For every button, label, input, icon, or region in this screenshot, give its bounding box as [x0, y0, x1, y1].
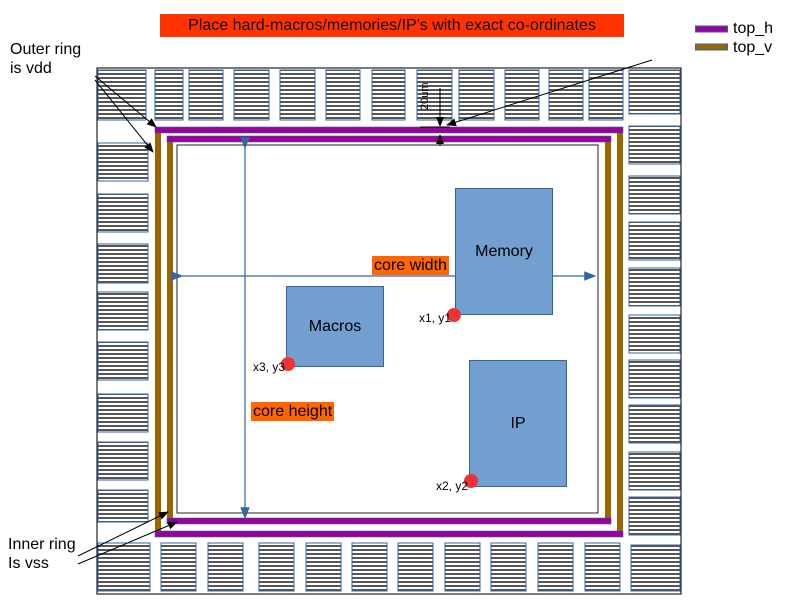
note-line: Inner ring — [8, 536, 76, 553]
io-pad — [207, 542, 244, 592]
io-pad — [628, 125, 681, 165]
outer-ring-right — [617, 128, 623, 535]
outer-ring-arrow — [94, 75, 157, 128]
io-pad — [537, 542, 574, 592]
io-pad — [628, 175, 681, 215]
inner-ring-right — [605, 136, 611, 524]
io-pad — [279, 69, 316, 121]
inner-ring-left — [167, 136, 173, 524]
io-pad — [588, 69, 624, 121]
io-pad — [97, 341, 149, 381]
outer-ring-note: Outer ring is vdd — [10, 40, 81, 78]
inner-ring-arrow — [77, 521, 178, 565]
io-pad — [548, 69, 584, 121]
macros-coord: x3, y3 — [253, 360, 286, 374]
io-pad — [160, 542, 197, 592]
inner-ring-bottom — [166, 517, 612, 525]
io-pad — [188, 69, 224, 121]
note-line: is vdd — [10, 60, 52, 77]
io-pad — [628, 69, 681, 115]
io-pad — [628, 221, 681, 261]
io-pad — [630, 544, 681, 592]
io-pad — [97, 393, 149, 433]
core-height-label: core height — [251, 402, 335, 421]
memory-block: Memory — [455, 188, 553, 315]
io-pad — [233, 69, 270, 121]
io-pad — [416, 69, 453, 121]
io-pad — [305, 542, 342, 592]
macros-block: Macros — [286, 286, 384, 367]
spacing-arrow — [446, 59, 653, 127]
outer-ring-arrow — [94, 79, 154, 153]
io-pad — [351, 542, 388, 592]
io-pad — [371, 69, 406, 121]
io-pad — [628, 314, 681, 354]
io-pad — [97, 193, 149, 233]
io-pad — [97, 243, 149, 284]
io-pad — [397, 542, 434, 592]
ip-coord: x2, y2 — [436, 479, 469, 493]
io-pad — [628, 496, 681, 536]
note-line: Is vss — [8, 555, 49, 572]
legend-label-top-v: top_v — [733, 39, 773, 56]
note-line: Outer ring — [10, 41, 82, 58]
io-pad — [97, 489, 149, 523]
ip-label: IP — [510, 414, 526, 432]
diagram-title: Place hard-macros/memories/IP's with exa… — [160, 14, 624, 37]
inner-ring-note: Inner ring Is vss — [8, 535, 76, 573]
io-pad — [504, 69, 540, 121]
io-pad — [97, 542, 151, 592]
io-pad — [258, 542, 295, 592]
inner-ring-top — [166, 135, 612, 143]
outer-ring-top — [154, 126, 624, 134]
io-pad — [584, 542, 621, 592]
io-pad — [628, 404, 681, 444]
core-width-label: core width — [372, 256, 449, 275]
io-pads — [97, 69, 681, 592]
io-pad — [97, 142, 149, 182]
spacing-label: 20um — [419, 82, 431, 110]
legend-label-top-h: top_h — [733, 20, 774, 37]
ip-block: IP — [469, 360, 567, 487]
outer-ring-left — [155, 128, 161, 535]
memory-coord: x1, y1 — [419, 311, 452, 325]
macros-label: Macros — [308, 317, 362, 335]
io-pad — [325, 69, 361, 121]
io-pad — [628, 267, 681, 307]
io-pad — [628, 359, 681, 399]
io-pad — [154, 69, 184, 121]
memory-label: Memory — [475, 242, 533, 260]
io-pad — [628, 451, 681, 491]
io-pad — [458, 69, 495, 121]
io-pad — [444, 542, 481, 592]
io-pad — [97, 291, 149, 331]
io-pad — [490, 542, 527, 592]
outer-ring-bottom — [154, 530, 624, 538]
io-pad — [97, 441, 149, 481]
inner-ring-arrow — [77, 511, 169, 557]
